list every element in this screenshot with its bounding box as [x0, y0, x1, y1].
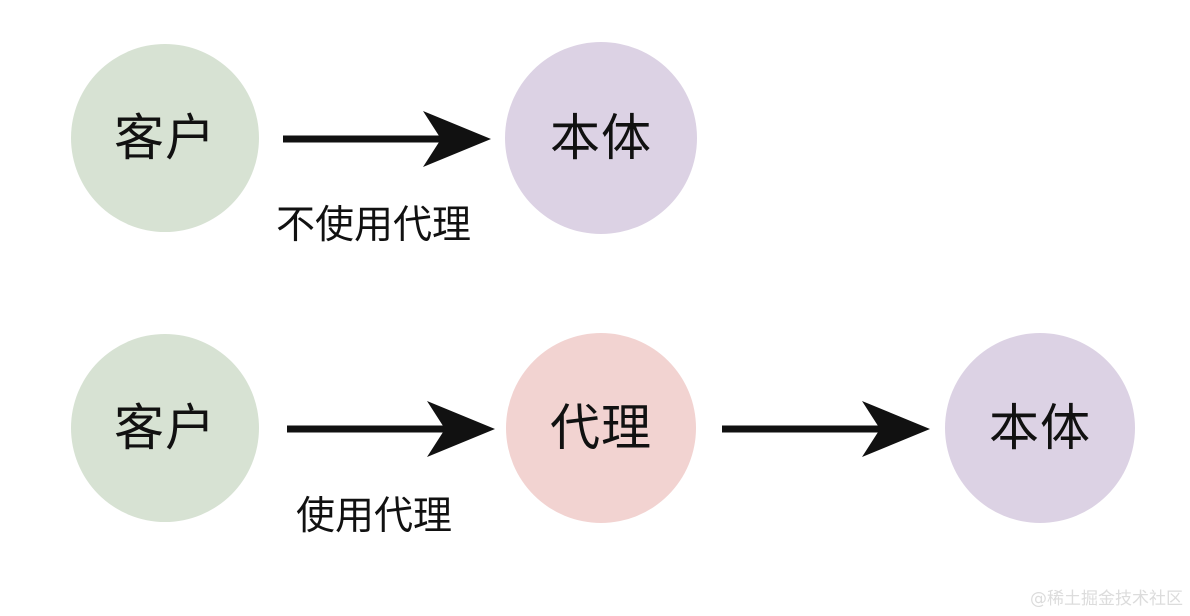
node-client-1[interactable]: 客户 — [71, 44, 259, 232]
node-label-client-2: 客户 — [114, 399, 216, 457]
arrow-head-icon — [423, 111, 491, 167]
node-label-subject-2: 本体 — [989, 399, 1091, 457]
node-client-2[interactable]: 客户 — [71, 334, 259, 522]
node-subject-1[interactable]: 本体 — [505, 42, 697, 234]
node-label-subject-1: 本体 — [550, 109, 652, 167]
arrow-head-icon — [862, 401, 930, 457]
edge-client-to-subject — [283, 108, 493, 170]
edge-client-to-proxy — [287, 398, 497, 460]
node-label-proxy-2: 代理 — [550, 399, 652, 457]
edge-label-with-proxy: 使用代理 — [296, 494, 453, 539]
node-proxy-2[interactable]: 代理 — [506, 333, 696, 523]
node-label-client-1: 客户 — [114, 109, 216, 167]
arrow-head-icon — [427, 401, 495, 457]
node-subject-2[interactable]: 本体 — [945, 333, 1135, 523]
edge-label-without-proxy: 不使用代理 — [276, 203, 472, 248]
edge-proxy-to-subject — [722, 398, 932, 460]
watermark: @稀土掘金技术社区 — [1030, 589, 1183, 609]
